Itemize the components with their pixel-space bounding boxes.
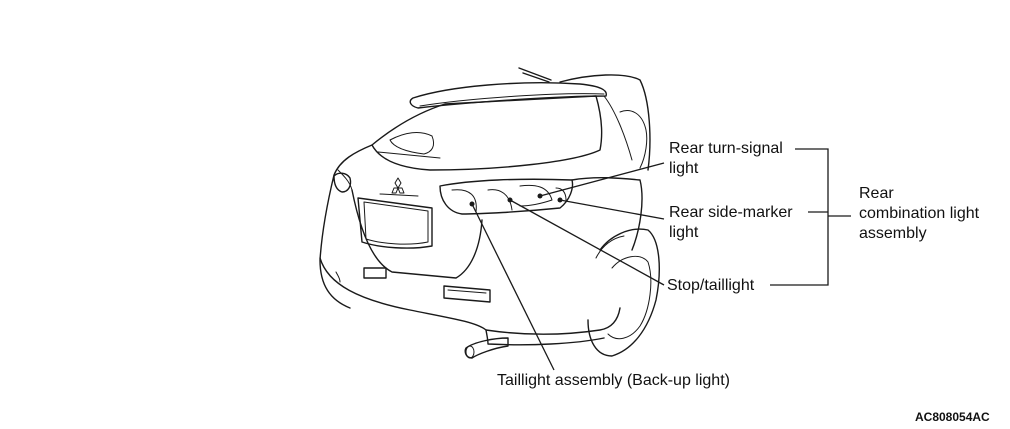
left-rear-light (333, 172, 352, 193)
label-rear-side-marker-line1: Rear side-marker (669, 204, 793, 221)
point-turn-signal (537, 193, 543, 199)
label-rear-side-marker-line2: light (669, 224, 699, 241)
wheel-rim (607, 255, 652, 340)
rear-fog-light (363, 267, 387, 279)
rear-tyre (587, 228, 660, 357)
bumper-left-reflector (335, 271, 341, 283)
leader-side-marker (559, 199, 665, 220)
license-plate-inner (363, 201, 429, 245)
left-body-edge (319, 144, 373, 309)
emblem-badge-line (379, 193, 419, 197)
label-assembly-group: Rear combination light assembly (859, 184, 979, 244)
roof-spoiler (409, 82, 607, 109)
label-rear-turn-signal-line2: light (669, 160, 699, 177)
wheel-arch-lip (595, 235, 625, 259)
left-light-edge (337, 169, 353, 191)
license-plate-frame (357, 197, 433, 249)
turn-signal-lens (519, 184, 553, 207)
taillight-inner-lens (451, 189, 477, 213)
rear-window (371, 95, 603, 171)
c-pillar (603, 95, 633, 161)
stop-light-lens (487, 189, 513, 211)
side-window (619, 110, 648, 169)
leader-taillight-assembly (471, 203, 555, 371)
roof-line (559, 74, 651, 171)
roof-antenna (518, 67, 552, 83)
wiper-housing (389, 132, 435, 155)
point-taillight-assembly (469, 201, 475, 207)
label-assembly-group-line3: assembly (859, 225, 927, 242)
exhaust-pipe (464, 337, 509, 359)
point-side-marker (557, 197, 563, 203)
exhaust-tip (465, 345, 475, 359)
assembly-bracket (770, 148, 851, 286)
leader-lines (469, 148, 851, 371)
point-stop-taillight (507, 197, 513, 203)
wiper-blade (377, 151, 441, 159)
taillight-assembly-outline (439, 178, 574, 215)
label-assembly-group-line1: Rear (859, 185, 894, 202)
rear-bumper (319, 257, 621, 335)
rear-quarter (571, 176, 643, 251)
side-marker-lens (555, 187, 567, 201)
reflector-detail (447, 289, 487, 294)
label-rear-turn-signal-line1: Rear turn-signal (669, 140, 783, 157)
bumper-lower-edge (485, 329, 605, 346)
label-assembly-group-line2: combination light (859, 205, 980, 222)
label-taillight-assembly: Taillight assembly (Back-up light) (497, 372, 730, 389)
three-diamond-emblem-icon (391, 177, 405, 194)
bumper-reflector (443, 285, 491, 303)
label-stop-taillight: Stop/taillight (667, 277, 755, 294)
leader-stop-taillight (509, 199, 665, 286)
leader-turn-signal (539, 162, 665, 197)
figure-code: AC808054AC (915, 410, 990, 424)
label-rear-side-marker: Rear side-marker light (669, 203, 793, 243)
spoiler-lip (419, 93, 605, 107)
label-rear-turn-signal: Rear turn-signal light (669, 139, 783, 179)
